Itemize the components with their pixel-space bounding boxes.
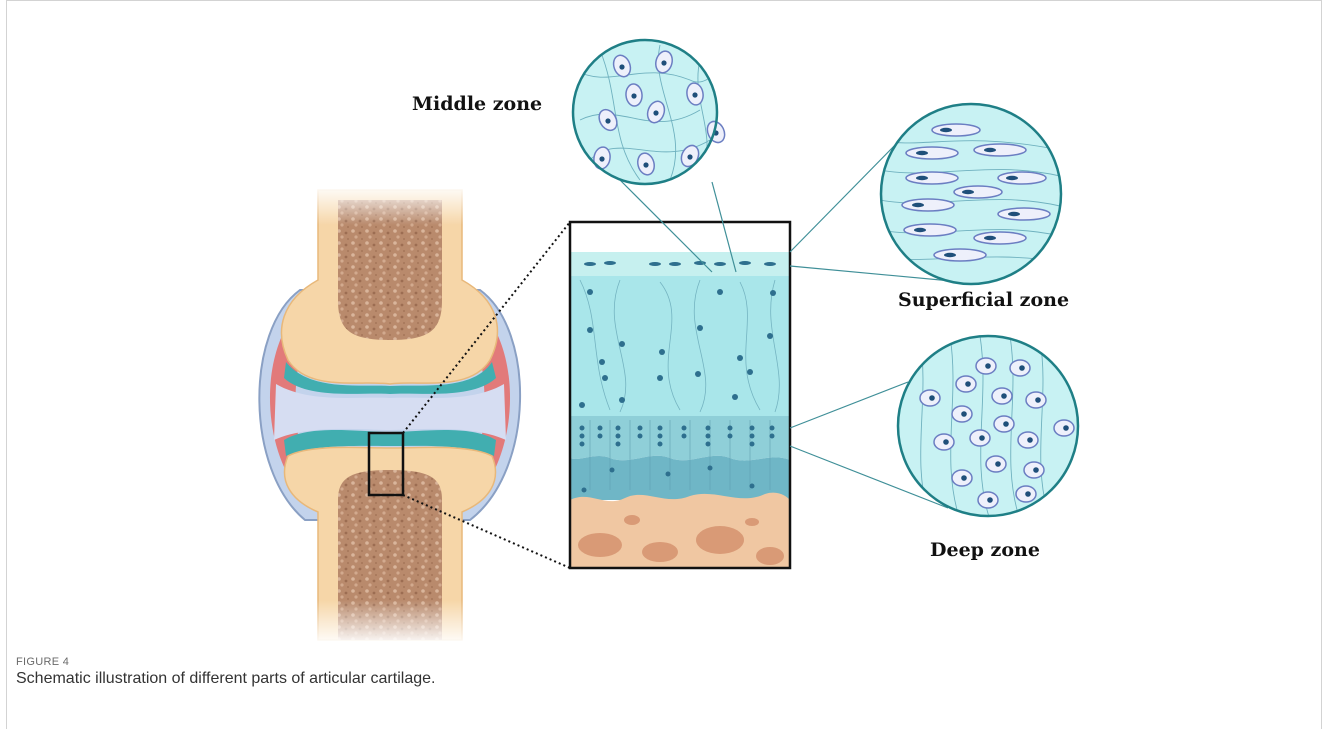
figure-number: FIGURE 4	[16, 656, 69, 668]
deep-connector-top	[790, 382, 908, 428]
superficial-zone-label: Superficial zone	[898, 289, 1069, 311]
middle-layer	[570, 276, 790, 416]
middle-zone-magnified	[573, 40, 728, 184]
cartilage-diagram: Middle zone Superficial zone Deep zone	[0, 0, 1328, 650]
cartilage-section	[570, 222, 790, 568]
deep-zone-label: Deep zone	[930, 539, 1040, 561]
calcified-layer	[570, 456, 790, 500]
middle-zone-label: Middle zone	[412, 93, 542, 115]
deep-zone-magnified	[898, 336, 1078, 520]
figure-caption: Schematic illustration of different part…	[16, 670, 435, 688]
knee-joint	[259, 185, 520, 645]
tidemark-layer	[570, 416, 790, 461]
superficial-zone-magnified	[880, 104, 1061, 284]
